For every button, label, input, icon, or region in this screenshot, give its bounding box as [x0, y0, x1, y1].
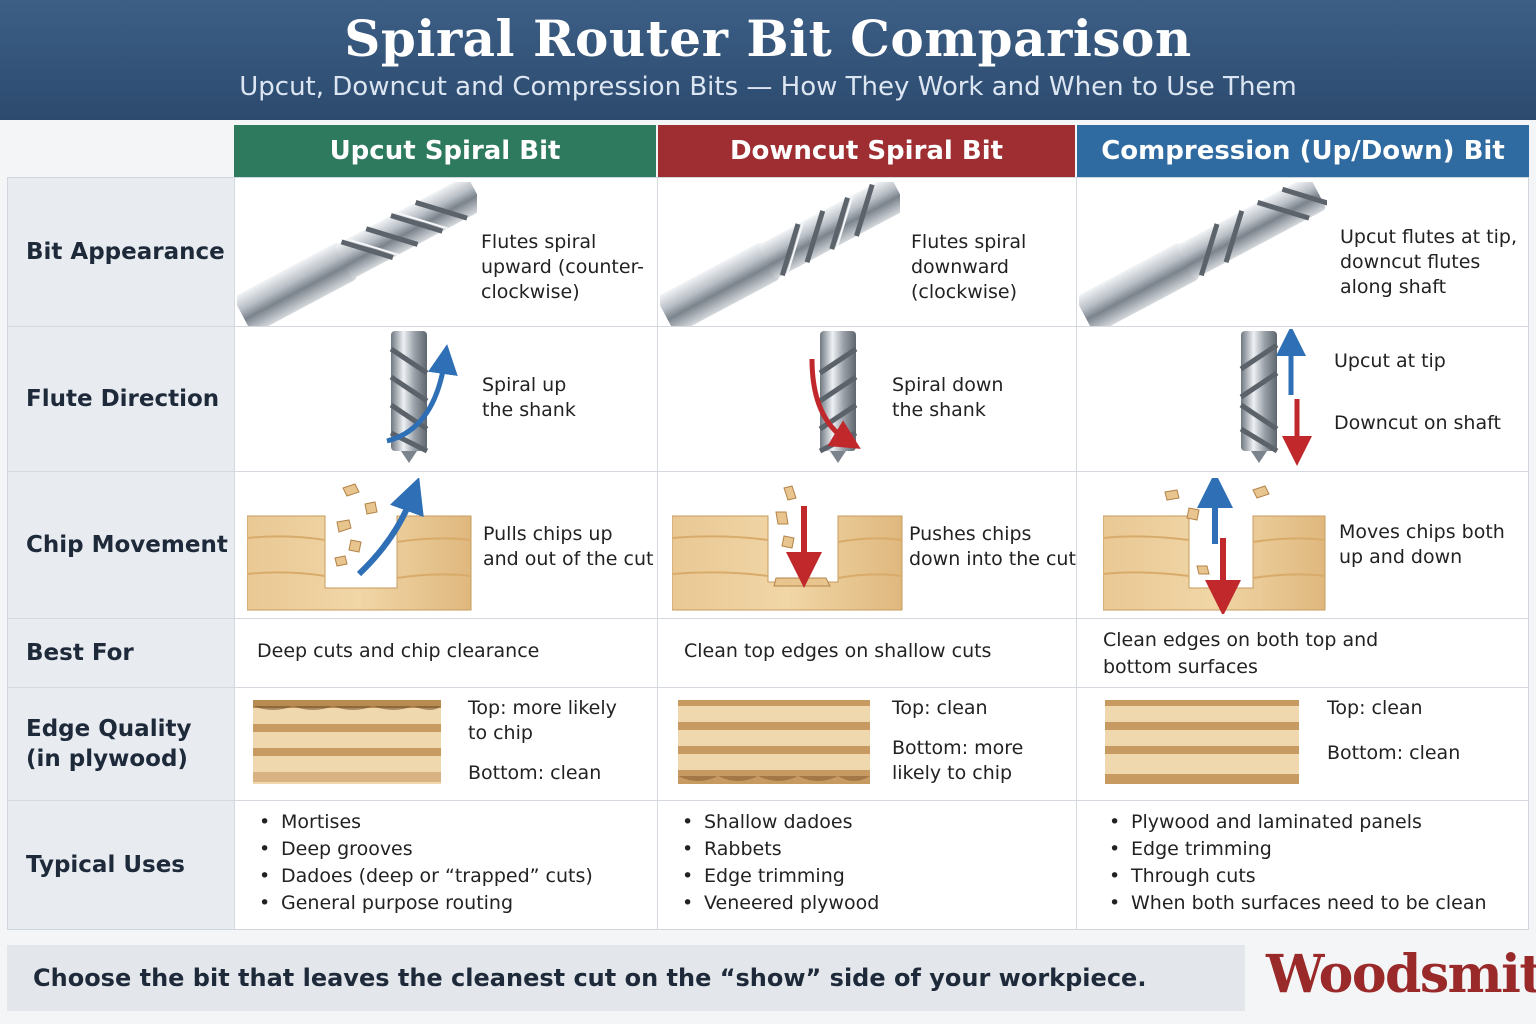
downcut-edge-top-text: Top: clean: [892, 697, 988, 719]
page-header: Spiral Router Bit Comparison Upcut, Down…: [0, 0, 1536, 120]
list-item: Deep grooves: [257, 836, 593, 863]
list-item: Edge trimming: [680, 863, 879, 890]
compression-flute-bottom-text: Downcut on shaft: [1334, 412, 1501, 434]
footer-tip: Choose the bit that leaves the cleanest …: [7, 945, 1245, 1011]
cell-upcut-uses: Mortises Deep grooves Dadoes (deep or “t…: [235, 801, 658, 929]
cell-downcut-uses: Shallow dadoes Rabbets Edge trimming Ven…: [658, 801, 1077, 929]
list-item: Shallow dadoes: [680, 809, 879, 836]
compression-plywood-illustration: [1105, 700, 1299, 784]
cell-compression-uses: Plywood and laminated panels Edge trimmi…: [1077, 801, 1528, 929]
compression-bit-illustration: [1079, 182, 1327, 326]
cell-downcut-best: Clean top edges on shallow cuts: [658, 619, 1077, 687]
upcut-chip-illustration: [247, 478, 472, 611]
upcut-best-text: Deep cuts and chip clearance: [257, 640, 540, 662]
list-item: Rabbets: [680, 836, 879, 863]
column-header-compression: Compression (Up/Down) Bit: [1077, 125, 1529, 177]
row-label: Flute Direction: [8, 327, 235, 471]
list-item: Dadoes (deep or “trapped” cuts): [257, 863, 593, 890]
list-item: Through cuts: [1107, 863, 1487, 890]
downcut-bit-illustration: [660, 182, 900, 326]
woodsmith-logo: Woodsmith: [1266, 944, 1536, 1005]
compression-flute-top-text: Upcut at tip: [1334, 350, 1446, 372]
row-label: Chip Movement: [8, 472, 235, 618]
cell-compression-flute: Upcut at tip Downcut on shaft: [1077, 327, 1528, 471]
upcut-uses-list: Mortises Deep grooves Dadoes (deep or “t…: [257, 809, 593, 917]
row-best-for: Best For Deep cuts and chip clearance Cl…: [8, 619, 1528, 688]
upcut-bit-illustration: [237, 182, 477, 326]
row-label: Best For: [8, 619, 235, 687]
compression-edge-bottom-text: Bottom: clean: [1327, 742, 1461, 764]
compression-flute-illustration: [1239, 329, 1312, 466]
page-title: Spiral Router Bit Comparison: [344, 9, 1192, 68]
upcut-plywood-illustration: [253, 700, 441, 784]
row-label: Typical Uses: [8, 801, 235, 929]
list-item: Veneered plywood: [680, 890, 879, 917]
upcut-flute-illustration: [386, 331, 458, 463]
row-edge-quality: Edge Quality(in plywood) Top: more likel…: [8, 688, 1528, 801]
column-header-downcut: Downcut Spiral Bit: [658, 125, 1075, 177]
downcut-plywood-illustration: [678, 700, 870, 784]
list-item: Plywood and laminated panels: [1107, 809, 1487, 836]
page-subtitle: Upcut, Downcut and Compression Bits — Ho…: [239, 72, 1297, 102]
upcut-edge-bottom-text: Bottom: clean: [468, 762, 602, 784]
compression-edge-top-text: Top: clean: [1327, 697, 1423, 719]
comparison-table: Upcut Spiral Bit Downcut Spiral Bit Comp…: [7, 125, 1529, 930]
column-header-upcut: Upcut Spiral Bit: [234, 125, 656, 177]
downcut-chip-illustration: [672, 485, 903, 611]
compression-chip-illustration: [1103, 478, 1326, 614]
compression-uses-list: Plywood and laminated panels Edge trimmi…: [1107, 809, 1487, 917]
downcut-uses-list: Shallow dadoes Rabbets Edge trimming Ven…: [680, 809, 879, 917]
list-item: When both surfaces need to be clean: [1107, 890, 1487, 917]
cell-upcut-best: Deep cuts and chip clearance: [235, 619, 658, 687]
row-label: Bit Appearance: [8, 178, 235, 326]
row-label: Edge Quality(in plywood): [8, 688, 235, 800]
cell-compression-edge: Top: clean Bottom: clean: [1077, 688, 1528, 800]
downcut-flute-illustration: [809, 331, 861, 463]
downcut-best-text: Clean top edges on shallow cuts: [684, 640, 992, 662]
list-item: Mortises: [257, 809, 593, 836]
list-item: Edge trimming: [1107, 836, 1487, 863]
list-item: General purpose routing: [257, 890, 593, 917]
row-typical-uses: Typical Uses Mortises Deep grooves Dadoe…: [8, 801, 1528, 929]
